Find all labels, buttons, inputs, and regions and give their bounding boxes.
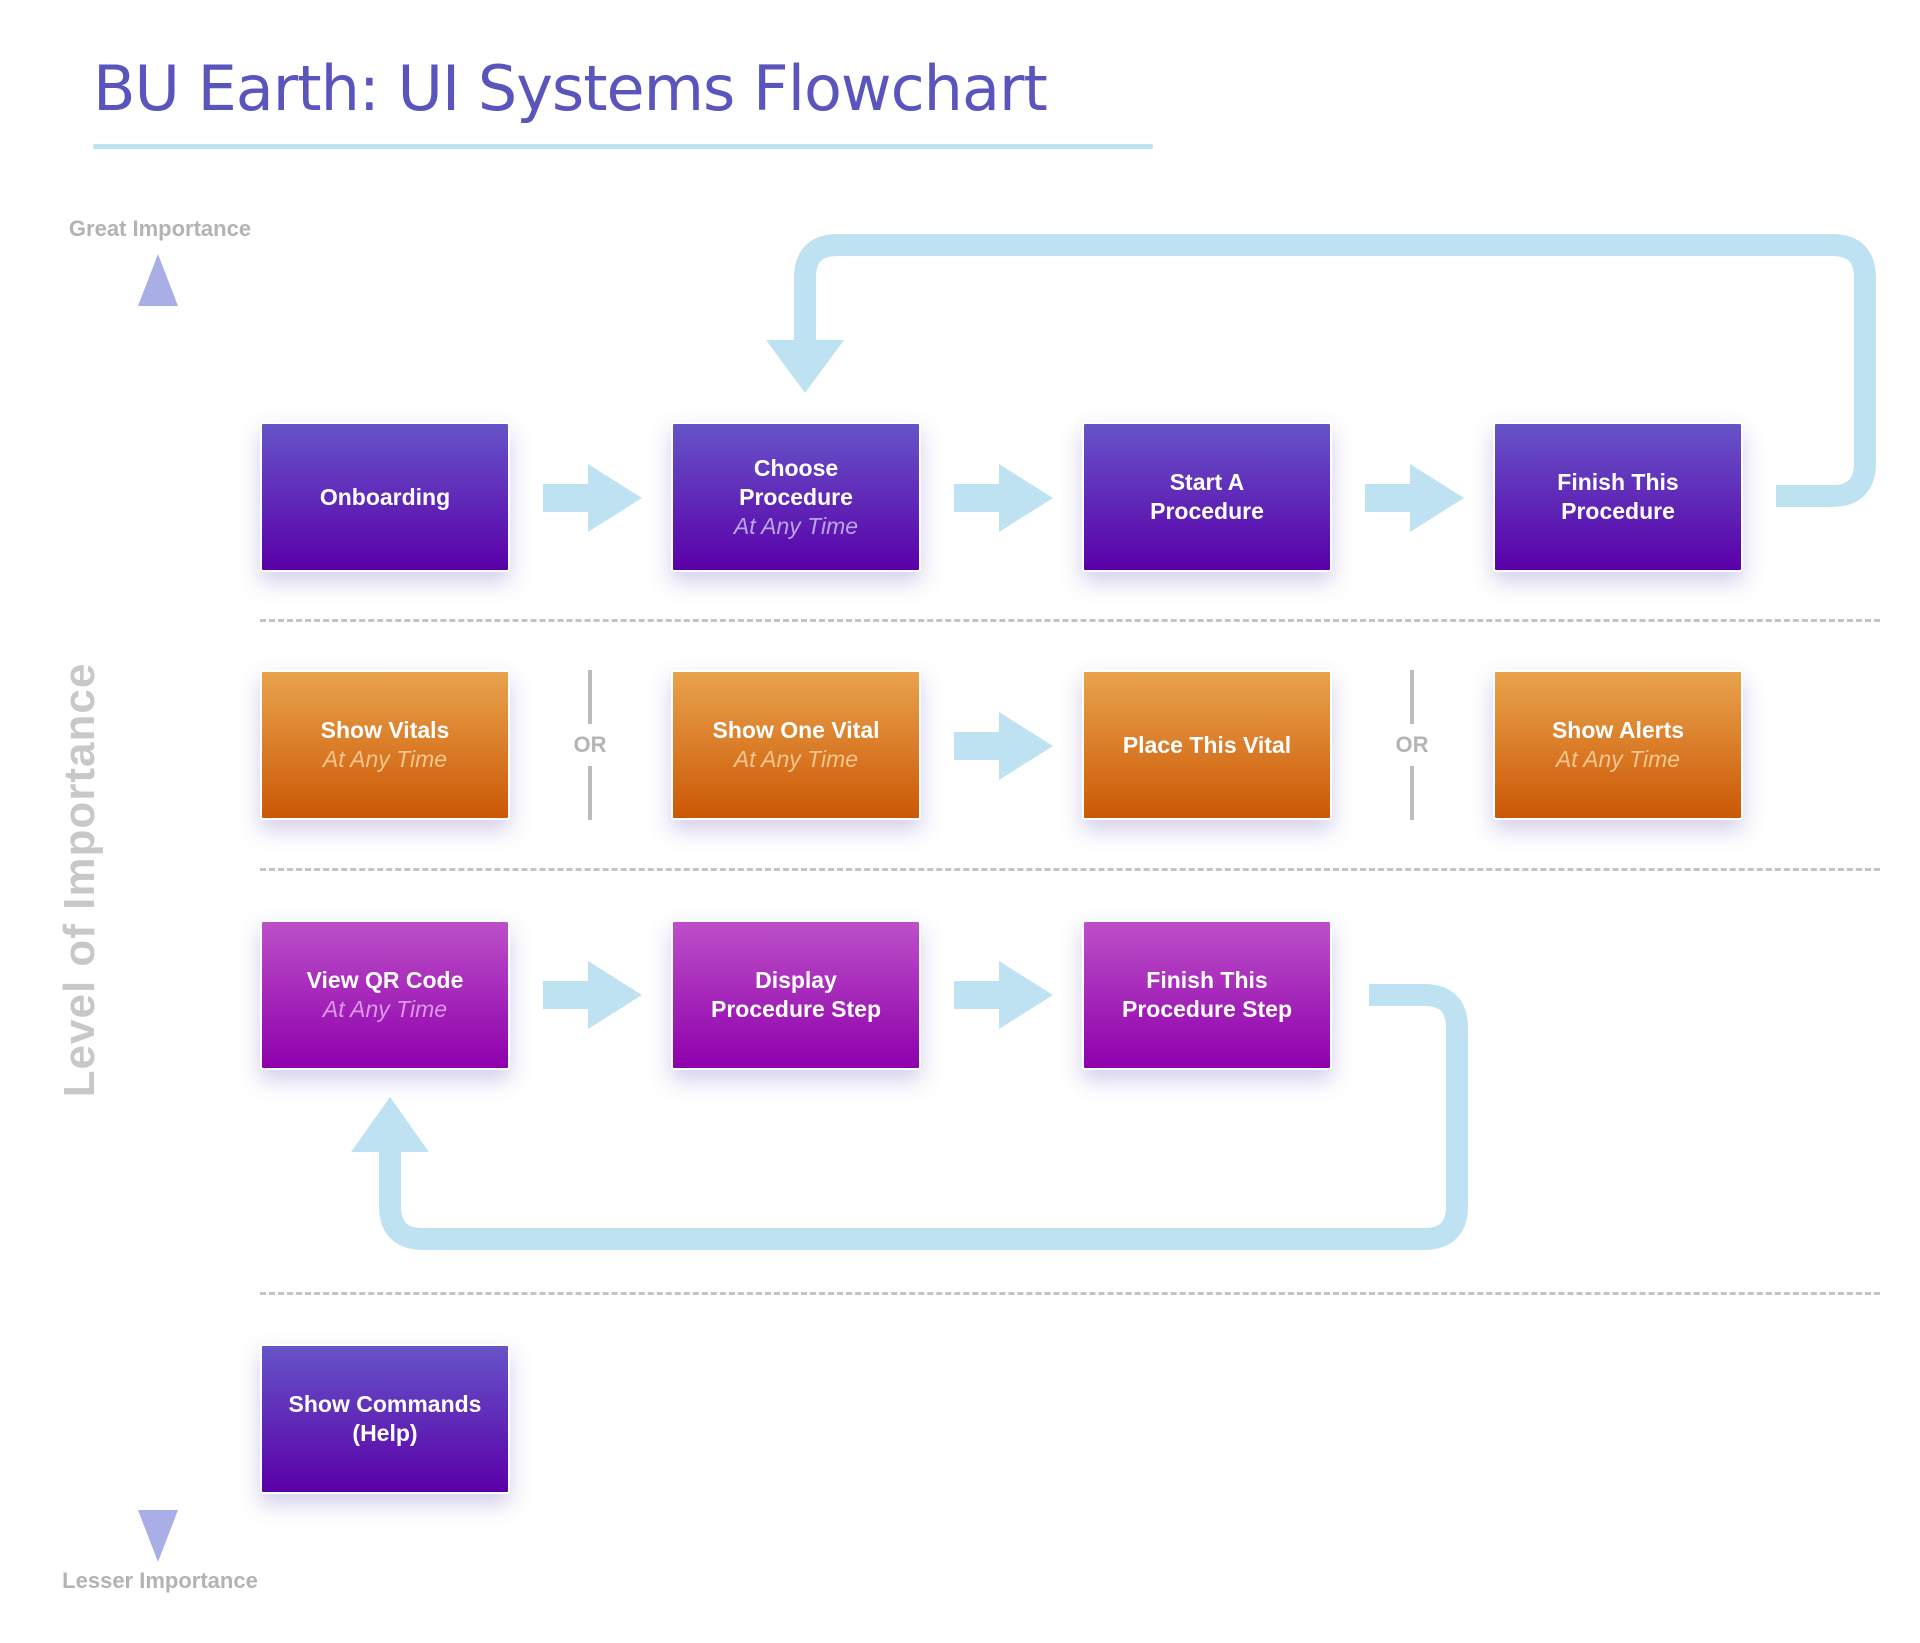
box-subtitle: At Any Time (322, 996, 448, 1022)
box-title: Show Commands (Help) (288, 1391, 482, 1446)
arrow-choose-to-start (954, 464, 1053, 532)
box-title: Onboarding (319, 483, 451, 510)
arrow-onboarding-to-choose (543, 464, 642, 532)
tier-separator (260, 1292, 1880, 1295)
box-show-one-vital: Show One Vital At Any Time (671, 670, 921, 820)
box-title: Finish This Procedure Step (1122, 967, 1292, 1022)
box-display-procedure-step: Display Procedure Step (671, 920, 921, 1070)
box-show-commands: Show Commands (Help) (260, 1344, 510, 1494)
box-title: Show One Vital (712, 717, 880, 743)
arrow-display-to-finishstep (954, 961, 1053, 1029)
box-title: Show Vitals (320, 717, 450, 743)
box-title: Start A Procedure (1150, 469, 1264, 524)
box-subtitle: At Any Time (733, 746, 859, 772)
box-title: Display Procedure Step (711, 967, 881, 1022)
title-underline (93, 144, 1153, 149)
box-finish-procedure: Finish This Procedure (1493, 422, 1743, 572)
arrow-onevital-to-place (954, 712, 1053, 780)
or-divider: OR (1382, 670, 1442, 820)
box-show-vitals: Show Vitals At Any Time (260, 670, 510, 820)
loop-finish-to-choose (794, 234, 1876, 507)
or-label: OR (1395, 732, 1429, 757)
loop-arrowhead-choose (766, 340, 844, 393)
box-choose-procedure: Choose Procedure At Any Time (671, 422, 921, 572)
axis-top-label: Great Importance (68, 216, 252, 241)
page-title: BU Earth: UI Systems Flowchart (93, 52, 1048, 125)
box-title: Choose Procedure (739, 454, 853, 510)
axis-bottom-label: Lesser Importance (62, 1568, 258, 1593)
box-title: View QR Code (306, 967, 464, 993)
box-view-qr-code: View QR Code At Any Time (260, 920, 510, 1070)
box-title: Finish This Procedure (1557, 469, 1679, 524)
box-title: Place This Vital (1122, 731, 1292, 758)
loop-finishstep-to-qr (379, 984, 1468, 1250)
arrow-qr-to-display (543, 961, 642, 1029)
box-subtitle: At Any Time (733, 512, 859, 539)
box-show-alerts: Show Alerts At Any Time (1493, 670, 1743, 820)
box-subtitle: At Any Time (1555, 746, 1681, 772)
or-label: OR (573, 732, 607, 757)
box-finish-procedure-step: Finish This Procedure Step (1082, 920, 1332, 1070)
importance-axis-arrow (138, 254, 178, 1562)
tier-separator (260, 619, 1880, 622)
or-divider: OR (560, 670, 620, 820)
arrow-start-to-finish (1365, 464, 1464, 532)
box-title: Show Alerts (1551, 717, 1685, 743)
box-start-procedure: Start A Procedure (1082, 422, 1332, 572)
box-onboarding: Onboarding (260, 422, 510, 572)
loop-arrowhead-qr (351, 1097, 429, 1152)
tier-separator (260, 868, 1880, 871)
box-subtitle: At Any Time (322, 746, 448, 772)
box-place-vital: Place This Vital (1082, 670, 1332, 820)
